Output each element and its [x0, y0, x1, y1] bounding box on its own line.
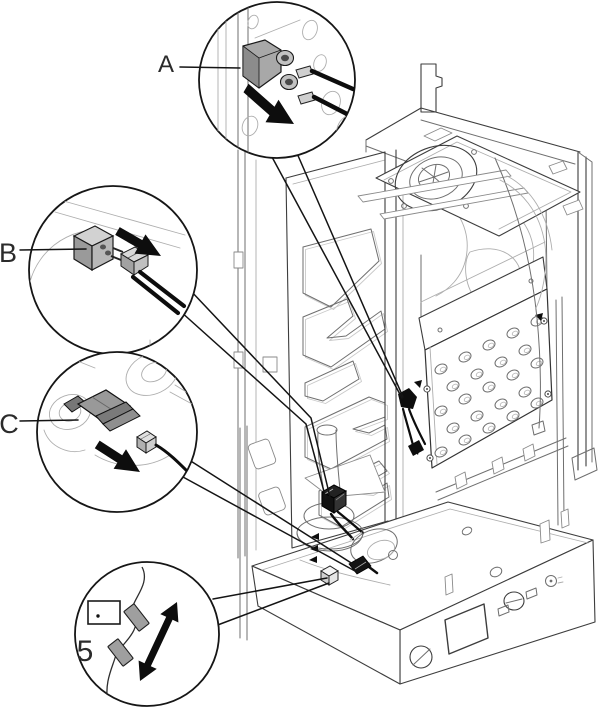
- callout-c: C: [0, 351, 198, 513]
- sensor-connector-target: [348, 555, 379, 575]
- legend-dot: [96, 614, 100, 618]
- callout-b-label: B: [0, 238, 17, 268]
- marker-arrow-icon: [414, 380, 422, 388]
- plug-contact: [107, 638, 134, 667]
- legend-box: [87, 600, 121, 625]
- callout-5-content: [87, 566, 179, 703]
- connector-a-terminals: [295, 65, 355, 117]
- panel-button[interactable]: [497, 604, 510, 617]
- callout-a-label-line: [179, 66, 241, 69]
- screw-icon: [540, 317, 548, 325]
- callout-c-leader: [185, 457, 357, 567]
- removal-arrow-icon: [115, 227, 161, 256]
- cover-hole: [409, 645, 433, 669]
- removal-arrow-icon: [94, 440, 140, 472]
- left-frame-rails: [233, 147, 257, 559]
- callout-5-circle: [74, 561, 220, 707]
- callout-b-content: [29, 199, 187, 354]
- left-support-column: [239, 425, 286, 641]
- callout-a-leader: [295, 150, 404, 398]
- callout-5: 5: [74, 561, 220, 707]
- callout-a-leader: [271, 156, 403, 399]
- flow-arrow-icon: [309, 556, 317, 563]
- cable-harness: [494, 157, 584, 436]
- callout-b-label-line: [19, 248, 87, 251]
- screw-icon: [426, 454, 434, 462]
- boiler-assembly: [233, 63, 598, 685]
- hydraulic-assembly: [296, 424, 398, 586]
- callout-c-label-line: [19, 419, 79, 422]
- flow-arrow-icon: [311, 533, 319, 540]
- removal-arrow-icon: [243, 83, 294, 124]
- heat-exchanger: [398, 241, 553, 469]
- callout-b-leader: [179, 310, 327, 500]
- callout-b-circle: [28, 185, 198, 355]
- ignition-connector-target: [398, 388, 427, 456]
- pump-motor: [349, 528, 398, 564]
- callout-b: B: [0, 185, 198, 355]
- wire-path: [106, 566, 146, 703]
- sensor-assembly: [63, 389, 141, 432]
- base-control-box: [239, 425, 596, 685]
- side-panel: [262, 151, 392, 549]
- screw-icon: [423, 385, 431, 393]
- callout-5-leader: [214, 582, 330, 627]
- plug-contact: [123, 603, 150, 632]
- callout-leaders: [179, 150, 404, 627]
- power-icon: [545, 575, 557, 587]
- control-knob[interactable]: [503, 591, 525, 611]
- callout-5-label: 5: [77, 635, 94, 668]
- display-window: [444, 603, 489, 655]
- pump-connector-target: [320, 484, 365, 541]
- panel-button[interactable]: [525, 587, 538, 600]
- control-panel: [409, 508, 570, 669]
- callout-c-circle: [36, 351, 198, 513]
- callout-a: A: [158, 1, 356, 159]
- double-headed-arrow-icon: [138, 602, 179, 681]
- connector-a: [242, 39, 299, 91]
- callout-c-label: C: [0, 409, 19, 439]
- screw-icon: [544, 390, 552, 398]
- fan-assembly: [357, 127, 581, 237]
- callout-5-leader: [212, 577, 328, 600]
- callout-a-content: [217, 2, 355, 158]
- callout-a-label: A: [158, 51, 174, 78]
- pump-module: [72, 225, 124, 272]
- callout-b-leader: [189, 289, 331, 498]
- callout-c-leader: [182, 476, 356, 572]
